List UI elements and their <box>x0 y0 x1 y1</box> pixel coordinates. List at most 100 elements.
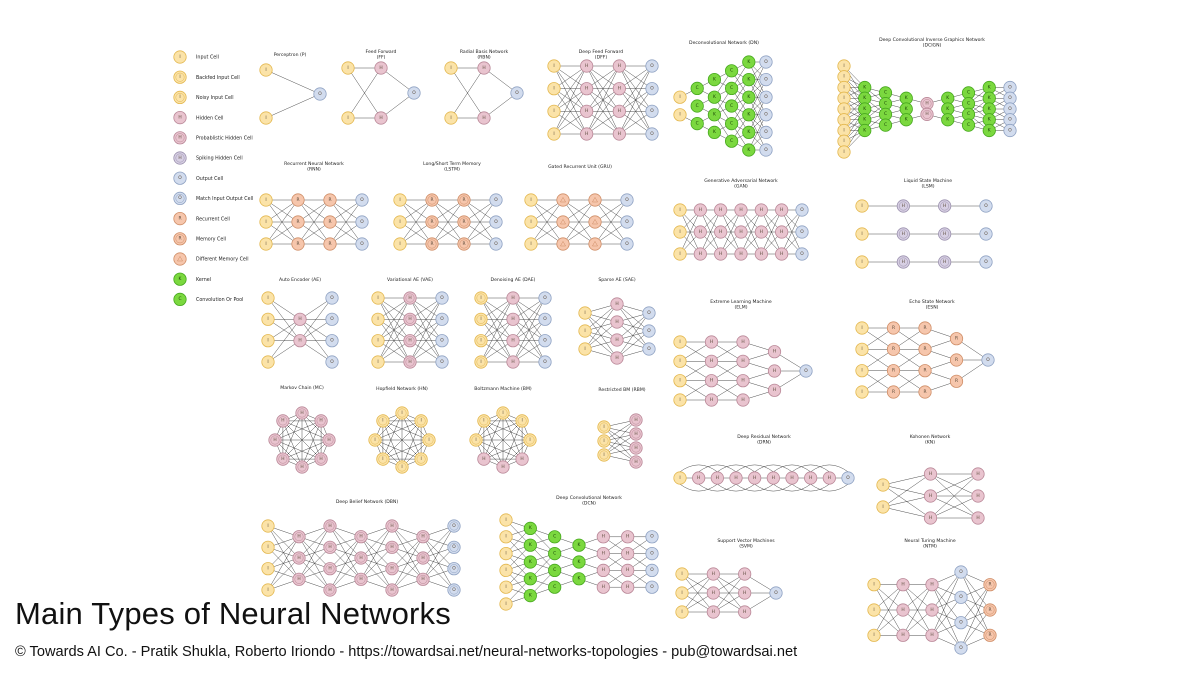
svg-text:I: I <box>603 424 604 430</box>
svg-text:O: O <box>330 337 334 343</box>
svg-text:H: H <box>929 515 932 521</box>
spiking-hidden-cell: H <box>896 199 910 213</box>
hidden-cell: H <box>477 61 491 75</box>
network-title: Support Vector Machines <box>717 538 775 544</box>
output-cell: O <box>325 312 339 326</box>
input-cell: I <box>371 355 385 369</box>
svg-text:H: H <box>976 471 979 477</box>
connections <box>377 297 443 363</box>
convolution-pool-cell: C <box>173 292 187 306</box>
network-title: (RNN) <box>307 167 321 173</box>
hidden-cell: H <box>506 355 520 369</box>
hidden-cell: H <box>704 354 719 368</box>
svg-text:I: I <box>843 127 844 133</box>
kernel-cell: K <box>572 555 586 569</box>
svg-text:I: I <box>679 207 680 213</box>
probabilistic-hidden-cell: H <box>403 355 417 369</box>
svg-text:H: H <box>319 418 322 424</box>
svg-text:H: H <box>602 567 605 573</box>
svg-text:K: K <box>529 525 532 531</box>
input-cell: I <box>499 530 513 544</box>
svg-text:H: H <box>772 475 775 481</box>
network-ntm: Neural Turing Machine(NTM)IIIHHHHHHOOOOR… <box>867 538 997 655</box>
svg-text:H: H <box>790 475 793 481</box>
svg-text:O: O <box>959 569 963 575</box>
svg-text:O: O <box>452 523 456 529</box>
svg-text:H: H <box>273 437 276 443</box>
kernel-cell: K <box>523 588 537 603</box>
svg-text:H: H <box>511 359 514 365</box>
kernel-cell: K <box>707 108 722 122</box>
spiking-hidden-cell: H <box>896 255 910 269</box>
svg-text:H: H <box>615 319 618 325</box>
output-cell: O <box>979 199 993 213</box>
input-cell: I <box>524 237 538 251</box>
svg-text:R: R <box>988 632 991 638</box>
svg-text:K: K <box>905 117 908 123</box>
svg-text:H: H <box>511 295 514 301</box>
noisy-input-cell: I <box>474 334 488 348</box>
probabilistic-hidden-cell: H <box>416 530 430 544</box>
hidden-cell: H <box>923 467 938 481</box>
hidden-cell: H <box>610 297 624 311</box>
memory-cell: R <box>457 193 471 207</box>
svg-text:H: H <box>710 339 713 345</box>
hidden-cell: H <box>580 59 594 73</box>
network-title: (FF) <box>377 55 386 61</box>
svg-text:C: C <box>553 584 556 590</box>
hidden-cell: H <box>580 82 594 96</box>
svg-text:H: H <box>618 85 621 91</box>
svg-text:H: H <box>741 339 744 345</box>
connections <box>862 205 986 263</box>
hidden-cell: H <box>496 460 510 474</box>
hidden-cell: H <box>822 471 836 485</box>
svg-text:O: O <box>178 195 182 201</box>
input-cell: I <box>261 583 275 597</box>
output-cell: O <box>645 127 659 141</box>
svg-text:O: O <box>650 584 654 590</box>
convolution-pool-cell: C <box>724 64 739 78</box>
svg-text:H: H <box>741 377 744 383</box>
svg-text:I: I <box>681 609 682 615</box>
hidden-cell: H <box>736 393 750 407</box>
hidden-cell: H <box>621 563 635 578</box>
hidden-cell: H <box>925 603 939 617</box>
legend-item-different-memory-cell: Different Memory Cell <box>173 252 249 266</box>
svg-text:O: O <box>984 231 988 237</box>
svg-text:O: O <box>452 565 456 571</box>
svg-text:K: K <box>946 95 949 101</box>
hidden-cell: H <box>477 452 491 466</box>
connections <box>347 67 415 119</box>
svg-text:K: K <box>988 84 991 90</box>
input-cell: I <box>837 123 851 138</box>
hidden-cell: H <box>754 203 768 217</box>
svg-text:H: H <box>743 571 746 577</box>
hidden-cell: H <box>692 471 706 485</box>
svg-text:O: O <box>800 207 804 213</box>
svg-text:I: I <box>882 504 883 510</box>
input-cell: I <box>578 342 592 356</box>
svg-text:H: H <box>615 337 618 343</box>
hidden-cell: H <box>729 471 743 485</box>
hidden-cell: H <box>734 203 748 217</box>
output-cell: O <box>645 82 659 96</box>
output-cell: O <box>538 312 552 326</box>
svg-text:I: I <box>843 138 844 144</box>
svg-text:K: K <box>946 106 949 112</box>
output-cell: O <box>1003 123 1017 138</box>
svg-text:I: I <box>843 117 844 123</box>
hidden-cell: H <box>704 374 719 388</box>
svg-text:H: H <box>178 155 181 161</box>
svg-text:K: K <box>988 127 991 133</box>
hidden-cell: H <box>704 393 719 407</box>
input-cell: I <box>673 225 687 239</box>
svg-text:O: O <box>650 550 654 556</box>
svg-text:I: I <box>377 359 378 365</box>
output-cell: O <box>510 86 524 100</box>
